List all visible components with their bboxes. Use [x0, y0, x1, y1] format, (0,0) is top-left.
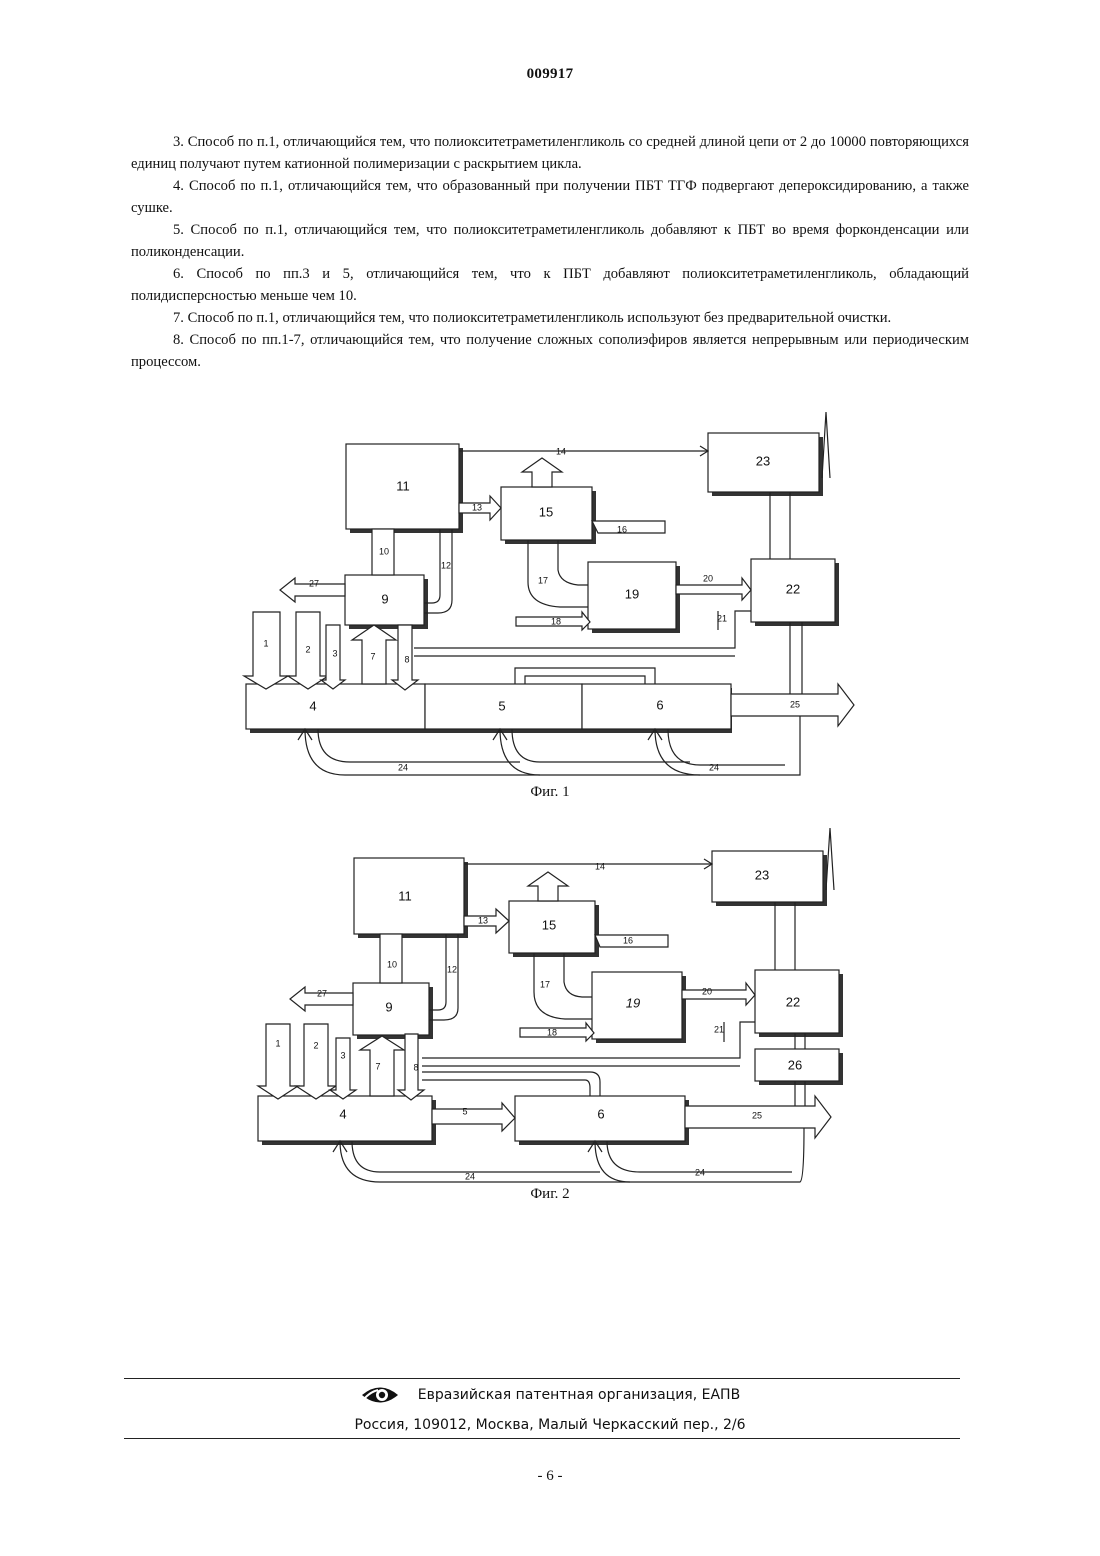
- figure2-arrow-label: 10: [387, 959, 397, 969]
- figure1-arrow-label: 25: [790, 699, 800, 709]
- figure2-arrow-label: 18: [547, 1027, 557, 1037]
- claim-7: 7. Способ по п.1, отличающийся тем, что …: [131, 307, 969, 329]
- document-number: 009917: [0, 66, 1100, 83]
- figure2-arrow-label: 27: [317, 988, 327, 998]
- figure2-arrow-label: 16: [623, 935, 633, 945]
- figure1-arrow-label: 17: [538, 575, 548, 585]
- figure1-arrow-label: 8: [404, 654, 409, 664]
- figure-2-caption: Фиг. 2: [0, 1186, 1100, 1203]
- figure1-arrow-label: 16: [617, 524, 627, 534]
- claim-4: 4. Способ по п.1, отличающийся тем, что …: [131, 175, 969, 219]
- figure1-block-label: 15: [539, 504, 553, 519]
- figure1-arrow-label: 13: [472, 502, 482, 512]
- footer-bottom-rule: [124, 1438, 960, 1439]
- figure2-arrow-label: 12: [447, 964, 457, 974]
- figure1-arrow-label: 27: [309, 578, 319, 588]
- claim-3: 3. Способ по п.1, отличающийся тем, что …: [131, 131, 969, 175]
- figure-2-diagram: 11 15 23 9 19 22 26 4 6 1 2 3 7 8 10 12 …: [0, 820, 1100, 1192]
- figure2-arrow-label: 21: [714, 1024, 724, 1034]
- figure1-block-label: 5: [498, 698, 505, 713]
- block-4: [246, 684, 425, 729]
- figure1-block-label: 6: [656, 697, 663, 712]
- figure2-arrow-label: 14: [595, 861, 605, 871]
- figure2-arrow-label: 2: [313, 1040, 318, 1050]
- figure2-arrow-label: 8: [413, 1062, 418, 1072]
- figure2-block-label: 9: [385, 999, 392, 1014]
- eapo-logo-icon: [360, 1384, 400, 1406]
- figure2-arrow-label: 20: [702, 986, 712, 996]
- organization-name: Евразийская патентная организация, ЕАПВ: [418, 1387, 740, 1403]
- figure1-block-label: 23: [756, 453, 770, 468]
- figure2-arrow-label: 24: [465, 1171, 475, 1181]
- figure1-arrow-label: 18: [551, 616, 561, 626]
- figure2-block-label: 23: [755, 867, 769, 882]
- figure1-block-label: 9: [381, 591, 388, 606]
- figure2-arrow-label: 1: [275, 1038, 280, 1048]
- figure1-arrow-label: 7: [370, 651, 375, 661]
- footer-organization: Евразийская патентная организация, ЕАПВ: [0, 1384, 1100, 1406]
- figure1-arrow-label: 2: [305, 644, 310, 654]
- figure2-block-label: 22: [786, 994, 800, 1009]
- figure1-arrow-label: 1: [263, 638, 268, 648]
- figure1-arrow-label: 12: [441, 560, 451, 570]
- figure2-block-label: 19: [626, 995, 640, 1010]
- figure1-block-label: 22: [786, 581, 800, 596]
- figure1-block-label: 11: [396, 478, 410, 493]
- figure1-arrow-label: 24: [398, 762, 408, 772]
- figure2-block-label: 26: [788, 1057, 802, 1072]
- figure2-block-label: 4: [339, 1106, 346, 1121]
- figure2-arrow-label: 3: [340, 1050, 345, 1060]
- figure2-block-label: 6: [597, 1106, 604, 1121]
- figure-1-caption: Фиг. 1: [0, 784, 1100, 801]
- figure2-block-label: 11: [398, 888, 412, 903]
- figure2-arrow-label: 7: [375, 1061, 380, 1071]
- figure2-block-label: 15: [542, 917, 556, 932]
- figure2-arrow-label: 25: [752, 1110, 762, 1120]
- figure1-arrow-label: 3: [332, 648, 337, 658]
- figure2-arrow-label: 5: [462, 1106, 467, 1116]
- figure1-arrow-label: 10: [379, 546, 389, 556]
- figure1-arrow-label: 24: [709, 762, 719, 772]
- figure2-arrow-label: 17: [540, 979, 550, 989]
- figure1-arrow-label: 14: [556, 446, 566, 456]
- figure1-block-label: 19: [625, 586, 639, 601]
- figure2-arrow-label: 13: [478, 915, 488, 925]
- figure1-arrow-label: 21: [717, 613, 727, 623]
- claim-5: 5. Способ по п.1, отличающийся тем, что …: [131, 219, 969, 263]
- claims-list: 3. Способ по п.1, отличающийся тем, что …: [131, 131, 969, 373]
- figure-1-diagram: 11 15 23 9 19 22 4 5 6 1 2 3 7 8 10 12 1…: [0, 400, 1100, 785]
- page-number: - 6 -: [0, 1468, 1100, 1485]
- footer-address: Россия, 109012, Москва, Малый Черкасский…: [0, 1417, 1100, 1433]
- claim-6: 6. Способ по пп.3 и 5, отличающийся тем,…: [131, 263, 969, 307]
- footer-top-rule: [124, 1378, 960, 1379]
- claim-8: 8. Способ по пп.1-7, отличающийся тем, ч…: [131, 329, 969, 373]
- figure2-arrow-label: 24: [695, 1167, 705, 1177]
- figure1-arrow-label: 20: [703, 573, 713, 583]
- figure1-block-label: 4: [309, 698, 316, 713]
